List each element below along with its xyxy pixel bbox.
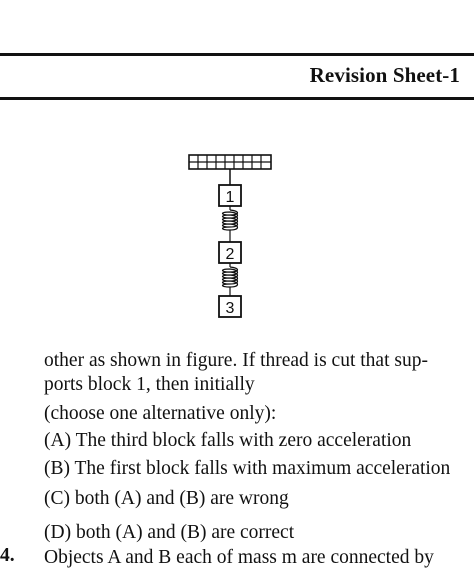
- header-rule-top: [0, 53, 474, 56]
- block-2: 2: [218, 241, 242, 264]
- spring-block-figure: 1 2 3: [180, 150, 280, 325]
- spring-1: [221, 206, 239, 242]
- spring-2: [221, 263, 239, 296]
- question-text-line-2: ports block 1, then initially: [44, 374, 255, 395]
- option-b: (B) The first block falls with maximum a…: [44, 458, 451, 479]
- option-a: (A) The third block falls with zero acce…: [44, 430, 412, 451]
- block-1-label: 1: [226, 189, 235, 206]
- next-question-number: 4.: [0, 545, 15, 566]
- ceiling-support: [188, 154, 272, 170]
- header-rule-bottom: [0, 97, 474, 100]
- option-c: (C) both (A) and (B) are wrong: [44, 488, 289, 509]
- next-question-text: Objects A and B each of mass m are conne…: [44, 547, 434, 568]
- option-d: (D) both (A) and (B) are correct: [44, 522, 295, 543]
- page-title: Revision Sheet-1: [309, 63, 460, 87]
- block-3: 3: [218, 295, 242, 318]
- question-text-line-1: other as shown in figure. If thread is c…: [44, 350, 428, 371]
- block-3-label: 3: [226, 300, 235, 317]
- question-instruction: (choose one alternative only):: [44, 403, 277, 424]
- figure-svg: 1 2 3: [188, 154, 272, 318]
- block-2-label: 2: [226, 246, 235, 263]
- block-1: 1: [218, 184, 242, 207]
